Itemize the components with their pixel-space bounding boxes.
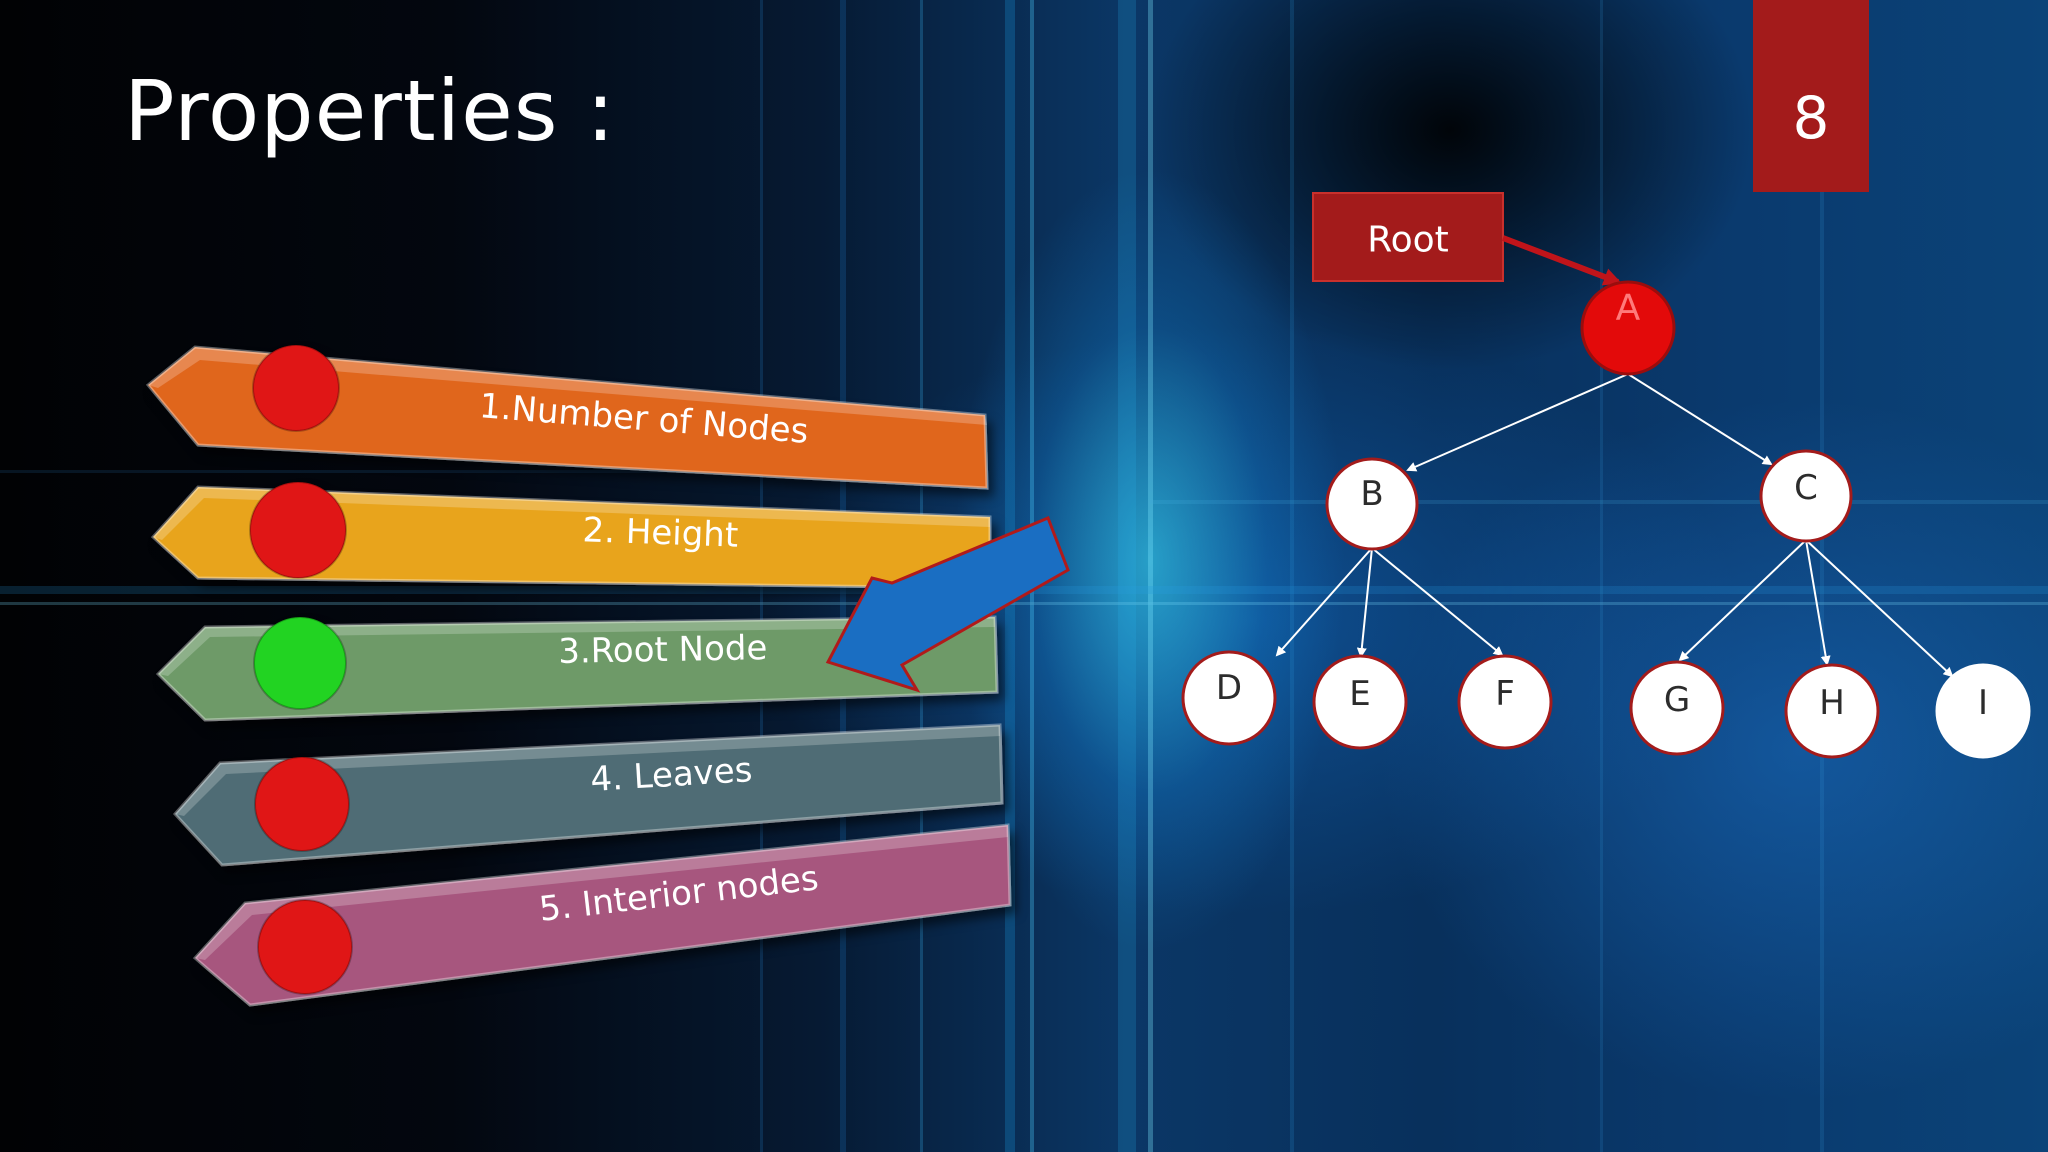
- node-circle: [1181, 650, 1277, 746]
- tree-node-i: I: [1935, 663, 2031, 759]
- node-label: G: [1664, 680, 1690, 720]
- banner-bevel: [148, 347, 987, 425]
- page-number: 8: [1792, 84, 1830, 152]
- node-label: B: [1360, 474, 1383, 514]
- tree-node-g: G: [1629, 660, 1725, 756]
- banner-label: 4. Leaves: [589, 750, 753, 800]
- page-number-badge: 8: [1753, 0, 1869, 192]
- tree-nodes: A B C D E F G H: [1181, 280, 2031, 759]
- node-label: A: [1616, 288, 1641, 329]
- status-dot: [257, 899, 353, 995]
- node-circle: [1580, 280, 1676, 376]
- tree-edges: [1275, 373, 1954, 678]
- edge-a-c: [1627, 373, 1773, 466]
- status-dot: [249, 481, 347, 579]
- root-pointer-arrow: [1501, 235, 1622, 286]
- node-circle: [1457, 654, 1553, 750]
- pointer-arrow: [825, 516, 1070, 693]
- node-label: E: [1349, 674, 1370, 714]
- property-banner-1: 1.Number of Nodes: [145, 344, 989, 490]
- root-label-box: [1312, 192, 1504, 282]
- banner-label: 2. Height: [582, 510, 739, 555]
- tree-node-a: A: [1580, 280, 1676, 376]
- status-dot: [252, 344, 340, 432]
- tree-node-h: H: [1784, 663, 1880, 759]
- node-circle: [1759, 449, 1853, 543]
- edge-c-g: [1678, 539, 1807, 662]
- banner-arrow-shape: [155, 615, 999, 722]
- node-circle: [1935, 663, 2031, 759]
- node-circle: [1312, 654, 1408, 750]
- tree-node-f: F: [1457, 654, 1553, 750]
- status-dot: [254, 756, 350, 852]
- node-label: H: [1819, 683, 1845, 723]
- node-label: C: [1794, 468, 1818, 508]
- node-circle: [1629, 660, 1725, 756]
- node-circle: [1325, 457, 1419, 551]
- banner-label: 3.Root Node: [558, 628, 768, 672]
- tree-node-c: C: [1759, 449, 1853, 543]
- root-callout: Root: [1312, 192, 1622, 286]
- edge-b-e: [1356, 547, 1373, 658]
- edge-a-b: [1406, 373, 1629, 472]
- edge-b-f: [1371, 547, 1504, 657]
- tree-node-b: B: [1325, 457, 1419, 551]
- banner-bevel: [195, 825, 1008, 960]
- property-banner-4: 4. Leaves: [172, 723, 1004, 867]
- banner-bevel: [158, 617, 995, 676]
- tree-node-d: D: [1181, 650, 1277, 746]
- node-label: I: [1978, 683, 1988, 723]
- node-circle: [1784, 663, 1880, 759]
- banner-bevel: [153, 487, 990, 540]
- status-dot: [253, 616, 347, 710]
- tree-node-e: E: [1312, 654, 1408, 750]
- property-banner-5: 5. Interior nodes: [192, 823, 1012, 1007]
- root-label: Root: [1367, 220, 1449, 261]
- node-label: D: [1216, 668, 1242, 708]
- edge-b-d: [1275, 547, 1373, 657]
- edge-c-h: [1805, 539, 1831, 666]
- property-banner-3: 3.Root Node: [155, 615, 999, 722]
- banner-bevel: [175, 725, 1000, 816]
- slide-title: Properties :: [124, 62, 616, 160]
- edge-c-i: [1805, 539, 1954, 678]
- node-label: F: [1495, 674, 1515, 714]
